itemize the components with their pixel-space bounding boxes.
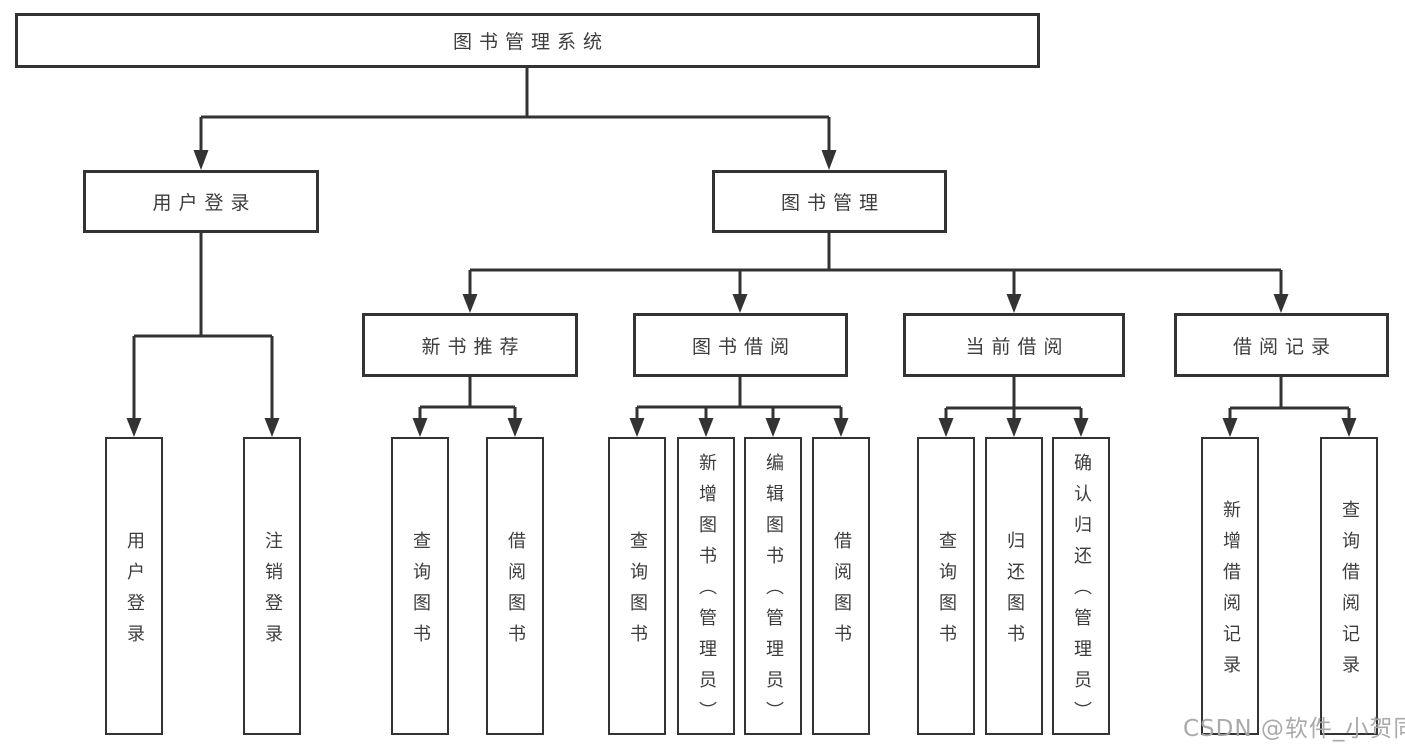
node-label: 确认归还（管理员）	[1071, 453, 1092, 732]
node-leaf-query-borrow-record: 查询借阅记录	[1320, 437, 1378, 735]
node-leaf-user-login: 用户登录	[105, 437, 163, 735]
node-label: 借阅图书	[505, 530, 526, 655]
node-leaf-add-books-admin: 新增图书（管理员）	[677, 437, 735, 735]
node-label: 用户登录	[152, 192, 257, 214]
node-library-management-system: 图书管理系统	[15, 13, 1040, 68]
node-user-login: 用户登录	[83, 170, 319, 233]
node-label: 查询借阅记录	[1339, 499, 1360, 686]
node-book-management: 图书管理	[712, 170, 947, 233]
node-label: 图书管理系统	[452, 31, 609, 53]
node-leaf-query-books-borrowing: 查询图书	[608, 437, 666, 735]
node-current-borrowing: 当前借阅	[903, 313, 1125, 377]
node-leaf-confirm-return-admin: 确认归还（管理员）	[1052, 437, 1110, 735]
node-leaf-logout: 注销登录	[243, 437, 301, 735]
node-borrow-records: 借阅记录	[1174, 313, 1389, 377]
node-label: 注销登录	[262, 530, 283, 655]
node-label: 编辑图书（管理员）	[763, 453, 784, 732]
node-label: 当前借阅	[965, 335, 1070, 358]
node-leaf-query-books-recommend: 查询图书	[391, 437, 449, 735]
node-label: 图书管理	[780, 192, 885, 214]
node-label: 新增借阅记录	[1220, 499, 1241, 686]
node-label: 查询图书	[410, 530, 431, 655]
node-leaf-borrow-books-recommend: 借阅图书	[486, 437, 544, 735]
node-label: 新增图书（管理员）	[696, 453, 717, 732]
node-label: 查询图书	[627, 530, 648, 655]
node-leaf-add-borrow-record: 新增借阅记录	[1201, 437, 1259, 735]
node-label: 图书借阅	[691, 335, 796, 358]
node-leaf-borrow-books: 借阅图书	[812, 437, 870, 735]
node-label: 新书推荐	[421, 335, 526, 358]
node-new-book-recommend: 新书推荐	[362, 313, 578, 377]
node-label: 归还图书	[1004, 530, 1025, 655]
csdn-watermark: CSDN @软件_小贺同学	[1183, 716, 1405, 742]
node-label: 查询图书	[936, 530, 957, 655]
node-label: 借阅记录	[1232, 335, 1337, 358]
node-leaf-query-books-current: 查询图书	[917, 437, 975, 735]
node-label: 用户登录	[124, 530, 145, 655]
node-leaf-return-books: 归还图书	[985, 437, 1043, 735]
node-leaf-edit-books-admin: 编辑图书（管理员）	[744, 437, 802, 735]
node-label: 借阅图书	[831, 530, 852, 655]
node-book-borrowing: 图书借阅	[633, 313, 848, 377]
